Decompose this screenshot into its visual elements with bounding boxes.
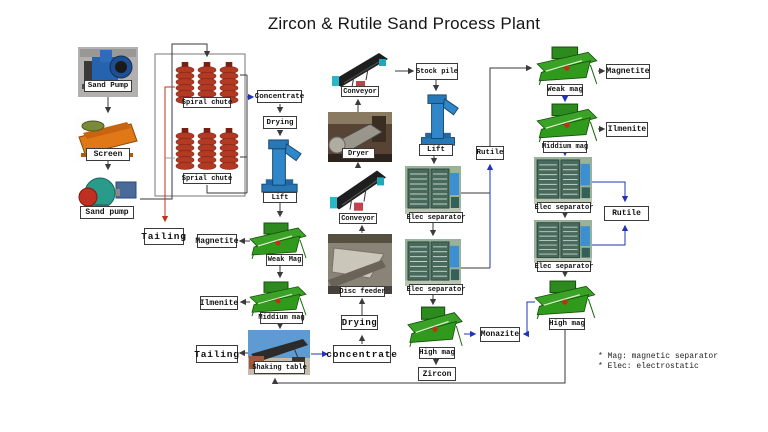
note-elec: * Elec: electrostatic — [598, 362, 699, 371]
elec-separator-m2-label: Elec separator — [406, 284, 466, 295]
lift-middle-label: Lift — [419, 144, 453, 156]
zircon-box: Zircon — [418, 367, 456, 381]
rutile-middle-box: Rutile — [476, 146, 504, 160]
dryer-label: Dryer — [342, 148, 375, 159]
spiral-chute-2-label: Sprial chute — [181, 173, 233, 184]
elec-separator-r2-label: Elec separator — [534, 261, 594, 272]
stock-pile-box: Stock pile — [416, 63, 458, 80]
weak-mag-right-image — [535, 46, 601, 86]
concentrate-top-box: Concentrate — [255, 90, 304, 103]
spiral-chute-1-image — [175, 62, 239, 108]
monazite-box: Monazite — [480, 327, 520, 342]
disc-feeder-label: Disc feeder — [339, 286, 386, 297]
conveyor-lower-label: Conveyor — [339, 213, 377, 224]
elec-separator-m1-label: Elec separator — [406, 212, 466, 223]
conveyor-upper-image — [332, 50, 394, 90]
middium-mag-left-image — [248, 281, 310, 317]
conveyor-lower-image — [330, 167, 392, 213]
elec-separator-r1-label: Elec separator — [534, 202, 594, 213]
spiral-chute-2-image — [175, 128, 239, 174]
elec-separator-m2-image — [405, 239, 461, 286]
high-mag-middle-image — [406, 306, 466, 348]
tailing-left-box: Tailing — [141, 228, 186, 245]
elec-separator-r2-image — [534, 220, 592, 263]
note-mag: * Mag: magnetic separator — [598, 352, 719, 361]
lift-middle-image — [416, 93, 460, 148]
spiral-chute-1-label: Spiral chute — [181, 97, 233, 108]
weak-mag-left-image — [248, 222, 310, 260]
magnetite-left-box: Magnetite — [195, 234, 239, 248]
lift-left-label: Lift — [263, 192, 297, 203]
middium-mag-right-image — [535, 103, 601, 143]
high-mag-right-image — [533, 280, 599, 320]
ilmenite-left-box: Ilmenite — [200, 296, 238, 310]
tailing-bottom-box: Tailing — [194, 345, 239, 363]
sand-pump-bottom-label: Sand pump — [80, 206, 134, 219]
middium-mag-left-label: Middium mag — [258, 312, 305, 324]
drying-middle-box: Drying — [341, 315, 378, 330]
drying-top-box: Drying — [263, 116, 297, 129]
screen-label: Screen — [86, 148, 130, 161]
rutile-right-box: Rutile — [604, 206, 649, 221]
lift-left-image — [256, 138, 303, 195]
high-mag-middle-label: High mag — [419, 347, 456, 359]
ilmenite-right-box: Ilmenite — [606, 122, 648, 137]
spiral-group-frame — [154, 53, 246, 197]
sand-pump-bottom-image — [74, 174, 140, 218]
concentrate-bottom-box: concentrate — [326, 345, 397, 363]
weak-mag-left-label: Weak Mag — [266, 254, 303, 266]
weak-mag-right-label: Weak mag — [547, 84, 584, 96]
magnetite-right-box: Magnetite — [606, 64, 650, 79]
elec-separator-m1-image — [405, 166, 461, 214]
elec-separator-r1-image — [534, 157, 592, 204]
sand-pump-top-label: Sand Pump — [84, 80, 132, 92]
high-mag-right-label: High mag — [549, 318, 586, 330]
conveyor-upper-label: Conveyor — [341, 86, 379, 97]
middium-mag-right-label: Middium mag — [541, 141, 589, 153]
diagram-title: Zircon & Rutile Sand Process Plant — [267, 14, 541, 33]
shaking-table-label: Shaking table — [252, 361, 307, 374]
legend-notes: * Mag: magnetic separator * Elec: electr… — [598, 352, 718, 372]
